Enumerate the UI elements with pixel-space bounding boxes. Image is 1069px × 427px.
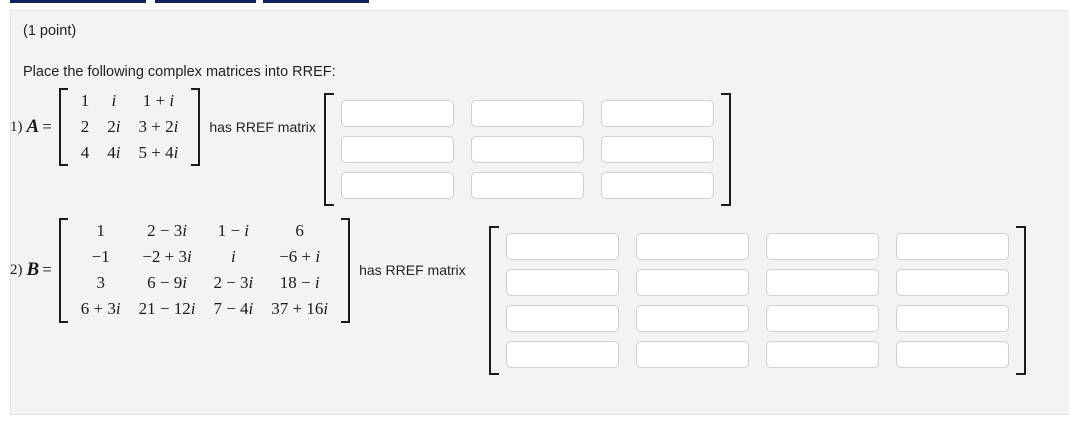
problem-2-equals: = [42, 260, 52, 280]
answer-b-input-4-2[interactable] [636, 341, 749, 368]
answer-b-row [506, 341, 1009, 368]
matrix-b-cell-1-4: 6 [295, 221, 304, 240]
answer-b-input-1-3[interactable] [766, 233, 879, 260]
answer-b-input-1-1[interactable] [506, 233, 619, 260]
answer-a-input-1-1[interactable] [341, 100, 454, 127]
matrix-a-row: 1 i 1 + i [72, 88, 188, 114]
problem-1-equals: = [42, 117, 52, 137]
matrix-b-left-bracket [58, 218, 68, 323]
answer-a-inputs [334, 93, 721, 206]
answer-a-input-1-2[interactable] [471, 100, 584, 127]
point-value-label: (1 point) [23, 23, 77, 39]
answer-a-input-3-1[interactable] [341, 172, 454, 199]
matrix-b-row: −1 −2 + 3i i −6 + i [72, 244, 337, 270]
tab-bar-1[interactable] [10, 0, 146, 3]
answer-a-input-3-2[interactable] [471, 172, 584, 199]
matrix-b-cell-4-1: 6 + 3i [80, 299, 121, 319]
matrix-a-row: 2 2i 3 + 2i [72, 114, 188, 140]
matrix-b-cell-1-2: 2 − 3i [147, 221, 187, 240]
answer-grid-b [489, 226, 1026, 375]
answer-a-input-2-2[interactable] [471, 136, 584, 163]
matrix-a-cell-2-1: 2 [80, 117, 90, 137]
answer-b-input-3-2[interactable] [636, 305, 749, 332]
matrix-b-row: 3 6 − 9i 2 − 3i 18 − i [72, 270, 337, 296]
problem-1-number: 1) [10, 118, 23, 135]
matrix-a-cell-2-3: 3 + 2i [138, 117, 179, 137]
answer-a-input-2-1[interactable] [341, 136, 454, 163]
answer-b-input-4-1[interactable] [506, 341, 619, 368]
answer-b-input-2-1[interactable] [506, 269, 619, 296]
matrix-a-cell-1-2: i [111, 91, 117, 110]
matrix-b-cell-3-3: 2 − 3i [213, 273, 254, 293]
tab-bar-3[interactable] [263, 0, 369, 3]
answer-b-input-1-2[interactable] [636, 233, 749, 260]
matrix-b-cell-4-4: 37 + 16i [271, 299, 329, 319]
answer-b-row [506, 233, 1009, 260]
answer-b-row [506, 305, 1009, 332]
matrix-b-body: 1 2 − 3i 1 − i 6 −1 −2 + 3i i −6 + i 3 6 − 9i 2 − … [72, 218, 337, 323]
answer-b-row [506, 269, 1009, 296]
answer-b-input-1-4[interactable] [896, 233, 1009, 260]
answer-b-input-3-4[interactable] [896, 305, 1009, 332]
matrix-b: 1 2 − 3i 1 − i 6 −1 −2 + 3i i −6 + i 3 6 − 9i 2 − … [58, 218, 351, 323]
matrix-a-row: 4 4i 5 + 4i [72, 140, 188, 166]
matrix-b-cell-1-3: 1 − i [217, 221, 250, 240]
answer-b-input-3-3[interactable] [766, 305, 879, 332]
matrix-b-row: 6 + 3i 21 − 12i 7 − 4i 37 + 16i [72, 296, 337, 322]
matrix-a-right-bracket [191, 88, 201, 167]
matrix-b-cell-3-4: 18 − i [279, 273, 320, 293]
answer-b-input-2-4[interactable] [896, 269, 1009, 296]
answer-b-inputs [499, 226, 1016, 375]
answer-a-input-2-3[interactable] [601, 136, 714, 163]
answer-a-input-1-3[interactable] [601, 100, 714, 127]
matrix-a-cell-1-3: 1 + i [142, 91, 175, 110]
matrix-b-cell-1-1: 1 [96, 221, 105, 240]
matrix-b-cell-2-4: −6 + i [279, 247, 321, 267]
answer-b-left-bracket [489, 226, 499, 375]
problem-prompt: Place the following complex matrices int… [23, 64, 336, 80]
matrix-a-cell-3-2: 4i [107, 143, 121, 163]
matrix-b-cell-3-2: 6 − 9i [147, 273, 187, 293]
answer-grid-a [324, 93, 731, 206]
answer-b-input-4-4[interactable] [896, 341, 1009, 368]
answer-b-input-2-3[interactable] [766, 269, 879, 296]
matrix-b-cell-4-3: 7 − 4i [213, 299, 254, 319]
problem-1-has-rref-label: has RREF matrix [209, 119, 316, 136]
matrix-b-cell-2-2: −2 + 3i [142, 247, 192, 267]
answer-b-right-bracket [1016, 226, 1026, 375]
answer-a-row [341, 136, 714, 163]
matrix-a-cell-2-2: 2i [107, 117, 121, 137]
matrix-a-body: 1 i 1 + i 2 2i 3 + 2i 4 4i 5 + 4i [72, 88, 188, 166]
matrix-b-cell-2-1: −1 [91, 247, 110, 267]
matrix-a-cell-3-1: 4 [80, 143, 90, 163]
top-tab-bar [0, 0, 1069, 4]
answer-b-input-3-1[interactable] [506, 305, 619, 332]
matrix-b-cell-3-1: 3 [96, 273, 105, 293]
problem-2: 2) B = 1 2 − 3i 1 − i 6 −1 −2 + 3i i −6 + i 3 6 −… [10, 218, 466, 323]
matrix-b-row: 1 2 − 3i 1 − i 6 [72, 218, 337, 244]
matrix-a-cell-1-1: 1 [80, 91, 90, 110]
problem-2-has-rref-label: has RREF matrix [359, 262, 466, 279]
answer-b-input-4-3[interactable] [766, 341, 879, 368]
problem-2-number: 2) [10, 261, 23, 278]
matrix-a-left-bracket [58, 88, 68, 167]
answer-a-row [341, 100, 714, 127]
matrix-b-right-bracket [341, 218, 351, 323]
matrix-a-cell-3-3: 5 + 4i [138, 143, 179, 163]
matrix-a: 1 i 1 + i 2 2i 3 + 2i 4 4i 5 + 4i [58, 88, 201, 167]
problem-2-variable: B [26, 259, 40, 281]
problem-1-variable: A [26, 116, 40, 138]
answer-a-row [341, 172, 714, 199]
matrix-b-cell-4-2: 21 − 12i [138, 299, 196, 319]
answer-a-left-bracket [324, 93, 334, 206]
answer-a-input-3-3[interactable] [601, 172, 714, 199]
answer-a-right-bracket [721, 93, 731, 206]
answer-b-input-2-2[interactable] [636, 269, 749, 296]
matrix-b-cell-2-3: i [230, 247, 236, 267]
tab-bar-2[interactable] [155, 0, 256, 3]
problem-1: 1) A = 1 i 1 + i 2 2i 3 + 2i 4 4i 5 + 4i has RRE… [10, 88, 316, 167]
